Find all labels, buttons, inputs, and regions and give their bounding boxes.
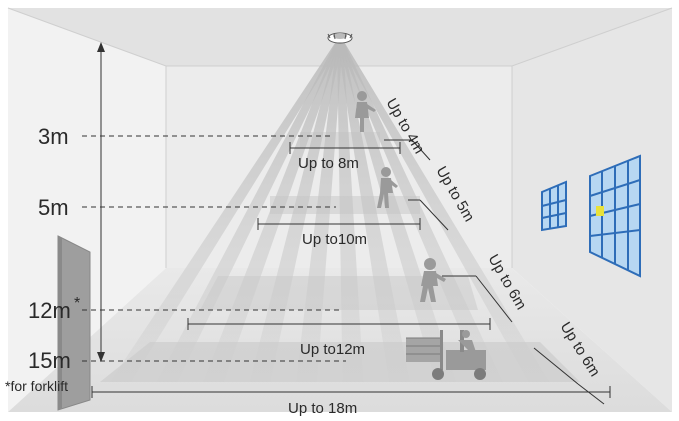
diameter-dimensions	[91, 142, 611, 398]
left-wall	[8, 8, 166, 412]
height-label-15m: 15m	[28, 348, 71, 373]
detection-beam	[296, 40, 343, 382]
forklift-icon	[406, 330, 486, 380]
sensor-icon	[327, 32, 353, 44]
diameter-label-5m: Up to10m	[302, 231, 367, 248]
diameter-label-15m: Up to 18m	[288, 400, 357, 417]
door	[57, 235, 91, 411]
diameter-label-12m: Up to12m	[300, 341, 365, 358]
detection-beam	[337, 40, 550, 382]
detection-beam	[203, 40, 343, 382]
height-axis	[97, 42, 105, 362]
height-label-3m: 3m	[38, 124, 69, 149]
diameter-label-3m: Up to 8m	[298, 155, 359, 172]
detection-beam	[337, 40, 410, 382]
detection-beam	[110, 40, 343, 382]
window-icon	[541, 180, 567, 232]
detection-beam	[337, 40, 457, 382]
person-icon	[355, 91, 376, 132]
detection-beams	[110, 40, 550, 382]
footnote-marker: *	[74, 295, 80, 312]
detection-beam	[156, 40, 343, 382]
height-guides	[82, 135, 346, 362]
window-icon	[589, 154, 641, 278]
footnote: *for forklift	[5, 378, 68, 394]
height-label-12m: 12m	[28, 298, 71, 323]
detection-beam	[249, 40, 343, 382]
person-icon	[377, 167, 398, 208]
person-icon	[420, 258, 446, 302]
height-label-5m: 5m	[38, 195, 69, 220]
detection-beam	[337, 40, 364, 382]
detection-beam	[337, 40, 503, 382]
radius-dimensions	[384, 139, 605, 405]
